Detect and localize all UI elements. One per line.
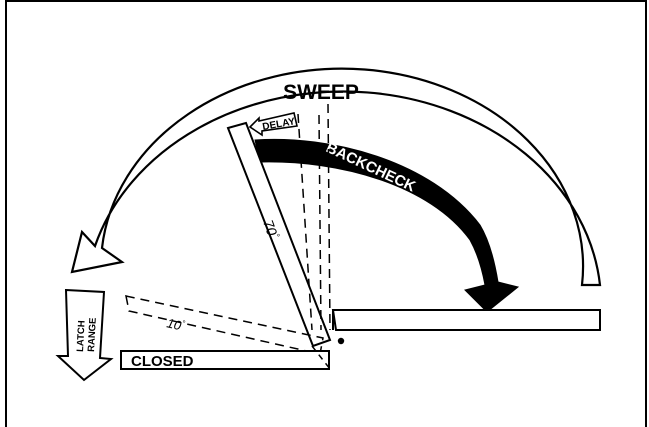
angle-10-label: 10° [165, 315, 186, 334]
dashed-guide-middle [318, 114, 322, 331]
latch-range-arrow [55, 288, 114, 382]
dashed-closed-edge [311, 345, 331, 370]
dashed-guide-left [297, 113, 313, 331]
dashed-guide-right [327, 103, 331, 331]
latch-range-label-line2: RANGE [86, 317, 99, 352]
hinge-pivot [337, 337, 345, 345]
door-panel-open [331, 309, 601, 331]
sweep-label: SWEEP [283, 81, 359, 104]
door-panel-10 [125, 295, 324, 355]
closed-label: CLOSED [131, 353, 194, 370]
door-panel-70 [226, 121, 332, 348]
door-panel-closed [120, 350, 330, 370]
sweep-band [70, 67, 602, 287]
delay-arrow [248, 112, 298, 137]
frame-border [5, 0, 647, 427]
latch-range-label: LATCH [75, 320, 88, 352]
angle-70-label: 70° [260, 218, 282, 242]
